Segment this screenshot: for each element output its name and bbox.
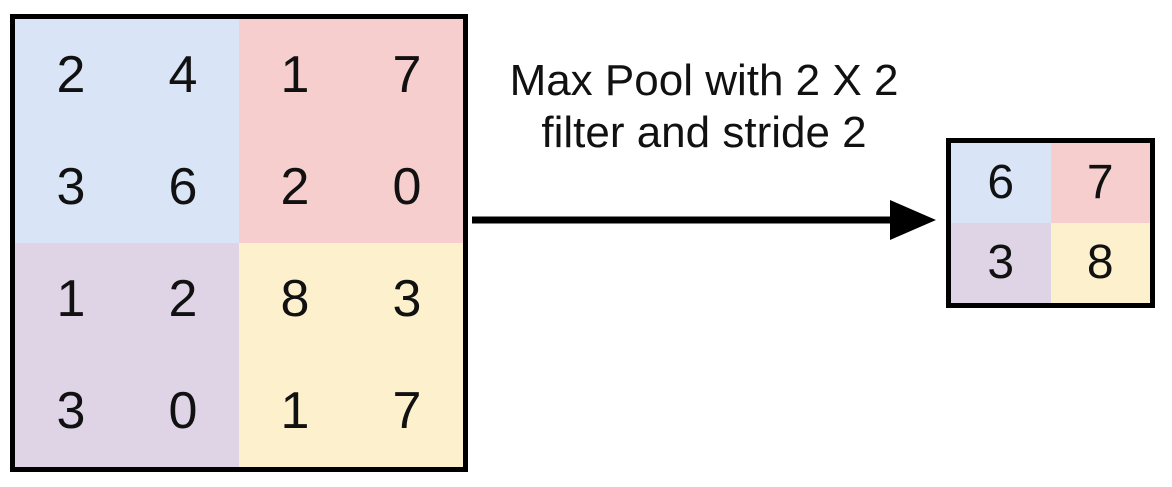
input-matrix: 2 4 1 7 3 6 2 0 1 2 8 3 3 0 1 7 (10, 14, 468, 472)
input-cell: 8 (239, 243, 351, 355)
input-cell: 1 (239, 355, 351, 467)
pool-operation-label-line1: Max Pool with 2 X 2 (509, 56, 899, 105)
input-cell: 0 (351, 131, 463, 243)
pool-operation-label-line2: filter and stride 2 (541, 107, 867, 157)
input-cell: 0 (127, 355, 239, 467)
input-cell: 4 (127, 19, 239, 131)
input-cell: 2 (15, 19, 127, 131)
arrow-right-icon (470, 196, 938, 244)
input-cell: 3 (15, 355, 127, 467)
input-cell: 3 (15, 131, 127, 243)
input-cell: 3 (351, 243, 463, 355)
input-cell: 1 (239, 19, 351, 131)
output-cell: 3 (951, 223, 1051, 303)
output-cell: 6 (951, 143, 1051, 223)
input-cell: 2 (127, 243, 239, 355)
input-cell: 2 (239, 131, 351, 243)
input-cell: 1 (15, 243, 127, 355)
output-matrix: 6 7 3 8 (946, 138, 1155, 308)
output-cell: 8 (1050, 223, 1150, 303)
pool-operation-label: Max Pool with 2 X 2 filter and stride 2 (470, 55, 938, 159)
output-cell: 7 (1050, 143, 1150, 223)
input-cell: 7 (351, 355, 463, 467)
input-cell: 6 (127, 131, 239, 243)
input-cell: 7 (351, 19, 463, 131)
